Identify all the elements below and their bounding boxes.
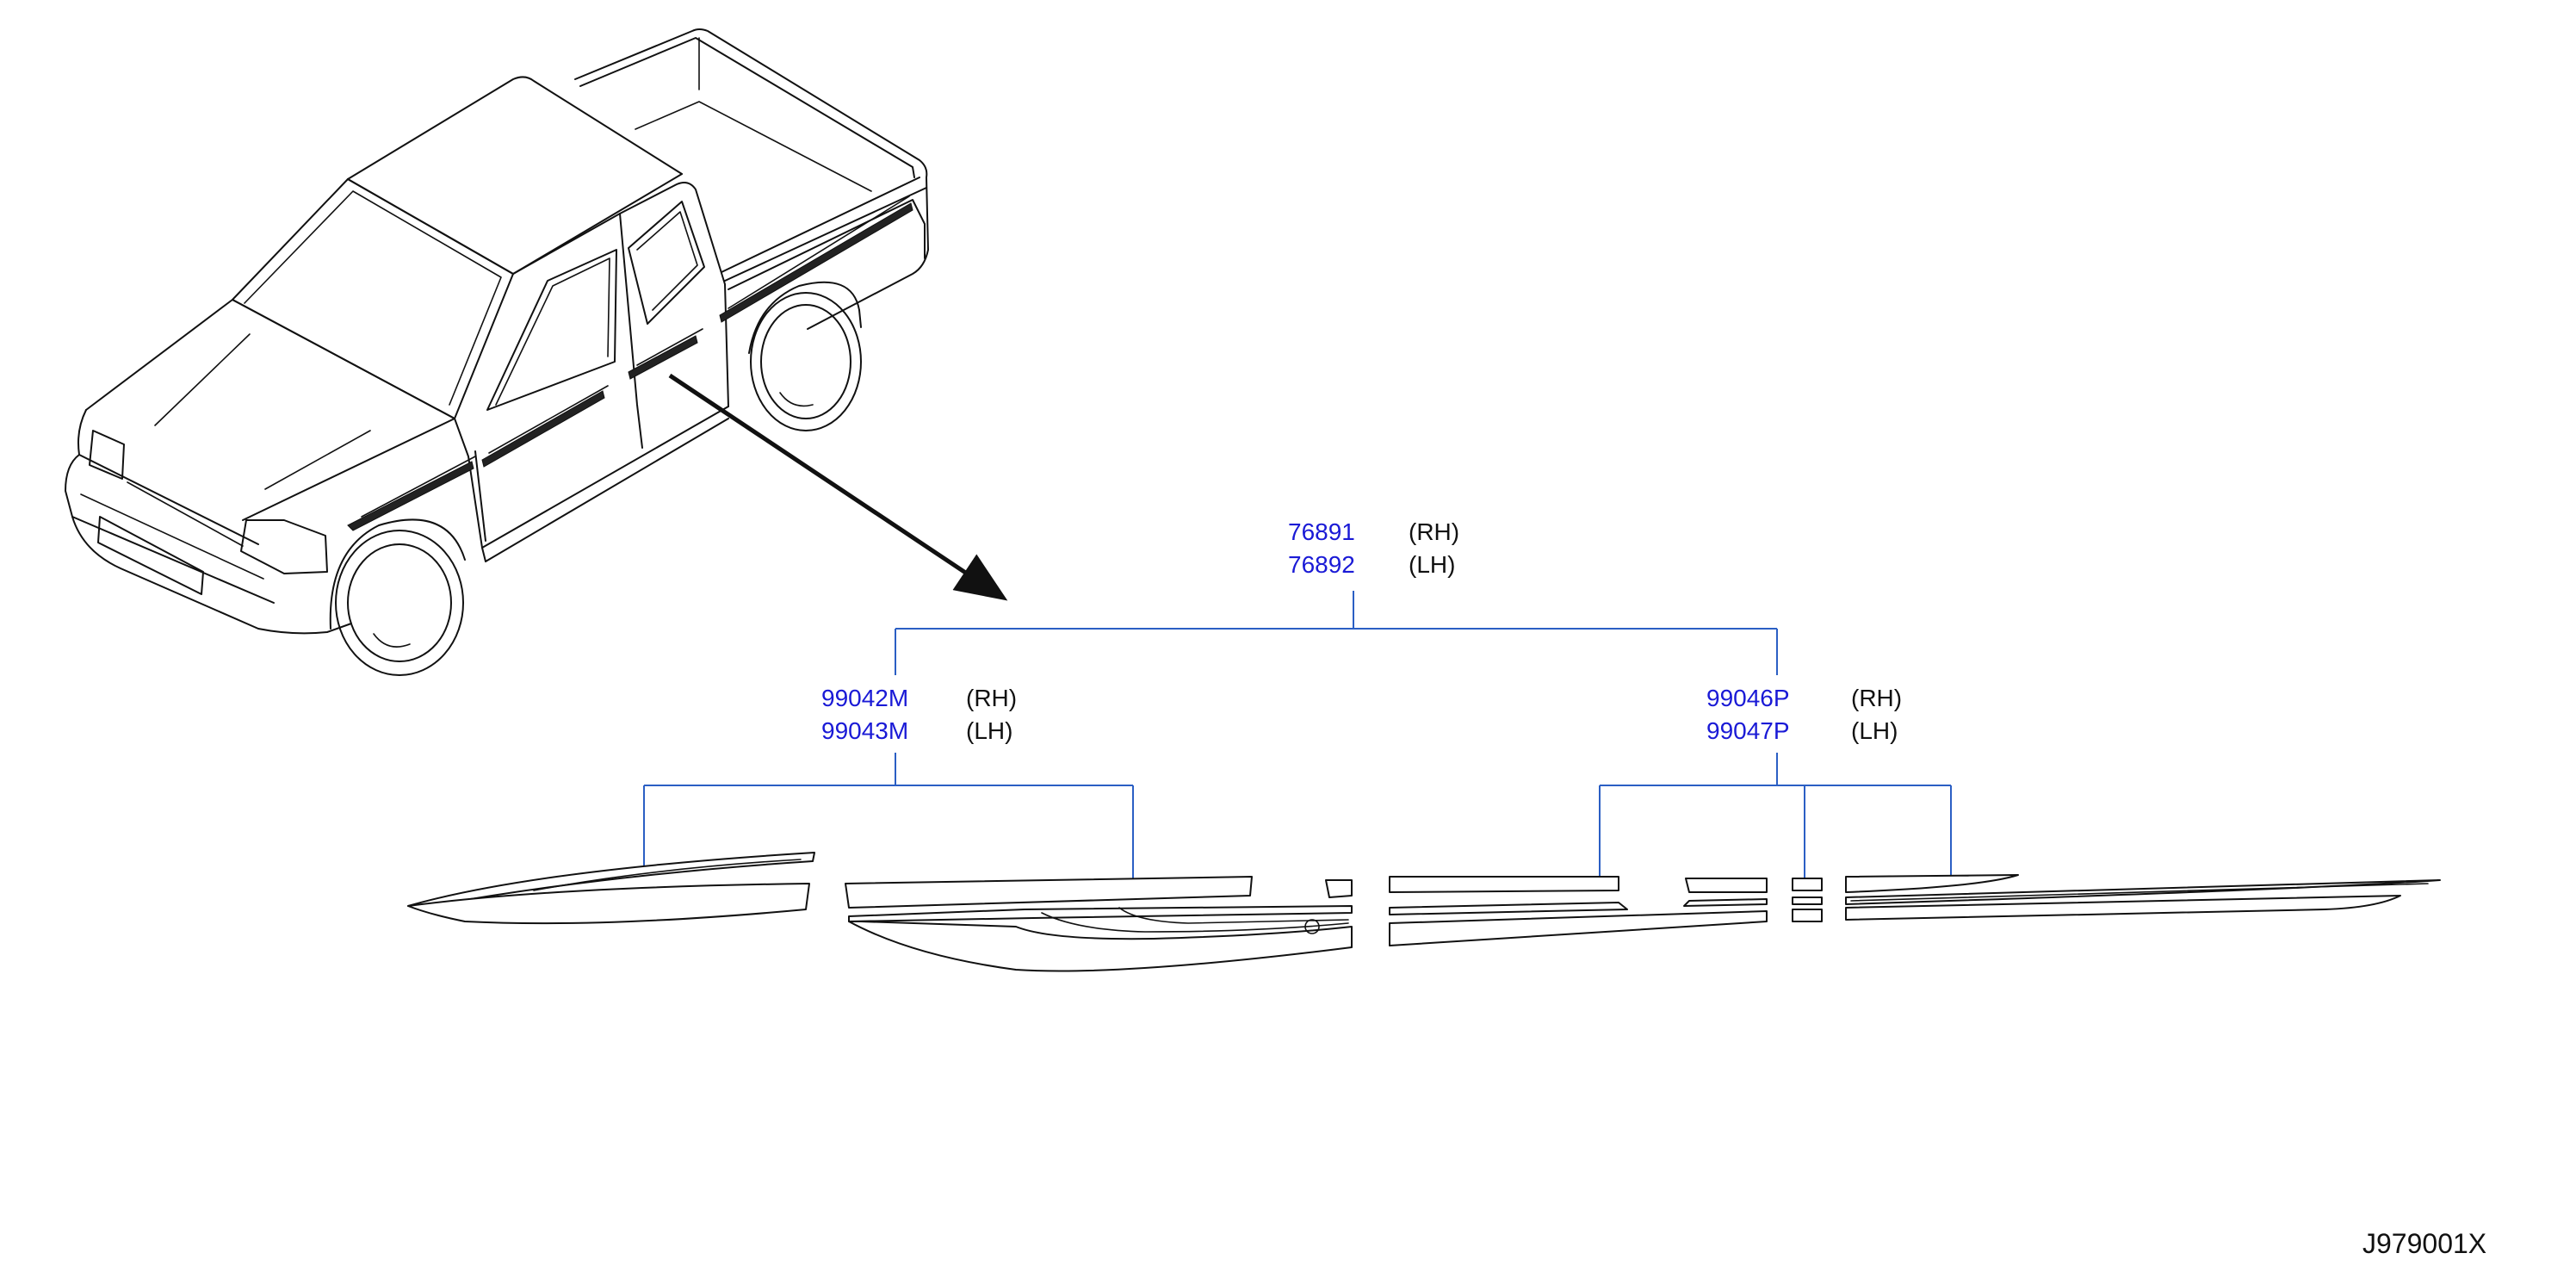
side-label-rear-rh: (RH) (1851, 685, 1902, 711)
decal-piece-rear-tail-lower (1845, 895, 2401, 921)
leader-lines (643, 591, 1952, 878)
decal-piece-front-door-lower (848, 905, 1353, 922)
side-label-front-rh: (RH) (966, 685, 1017, 711)
decal-piece-rear-door-upper (1389, 876, 1619, 893)
decal-piece-rear-door-small (1685, 878, 1768, 893)
side-label-rear-lh: (LH) (1851, 717, 1898, 744)
part-number-top-rh[interactable]: 76891 (1288, 518, 1355, 545)
part-number-front-lh[interactable]: 99043M (821, 717, 908, 744)
rear-decal-set (1389, 874, 2441, 946)
diagram-reference-code: J979001X (2362, 1228, 2486, 1259)
top-assembly-callout: 76891 (RH) 76892 (LH) (1288, 518, 1459, 578)
part-number-rear-rh[interactable]: 99046P (1706, 685, 1790, 711)
front-decal-callout: 99042M (RH) 99043M (LH) (821, 685, 1017, 744)
side-label-top-rh: (RH) (1409, 518, 1459, 545)
part-number-rear-lh[interactable]: 99047P (1706, 717, 1790, 744)
arrow-icon (668, 373, 1008, 601)
side-label-top-lh: (LH) (1409, 551, 1455, 578)
decal-piece-front-door-curve (848, 921, 1353, 972)
decal-piece-bed-block-1 (1792, 878, 1823, 891)
decal-piece-bed-block-3 (1792, 909, 1823, 922)
decal-piece-rear-door-lower (1389, 910, 1768, 946)
decal-piece-rear-tail-upper (1845, 874, 2019, 893)
decal-piece-front-small (1325, 879, 1353, 898)
decal-piece-front-tip-lower (407, 883, 810, 925)
decal-piece-rear-door-small-lower (1683, 898, 1768, 907)
decal-piece-bed-block-2 (1792, 896, 1823, 905)
decal-piece-front-door (845, 876, 1253, 909)
decal-piece-rear-door-mid (1389, 902, 1628, 915)
pickup-truck-illustration (65, 28, 929, 676)
front-decal-set (407, 852, 1353, 972)
side-label-front-lh: (LH) (966, 717, 1012, 744)
rear-decal-callout: 99046P (RH) 99047P (LH) (1706, 685, 1902, 744)
part-number-top-lh[interactable]: 76892 (1288, 551, 1355, 578)
part-number-front-rh[interactable]: 99042M (821, 685, 908, 711)
